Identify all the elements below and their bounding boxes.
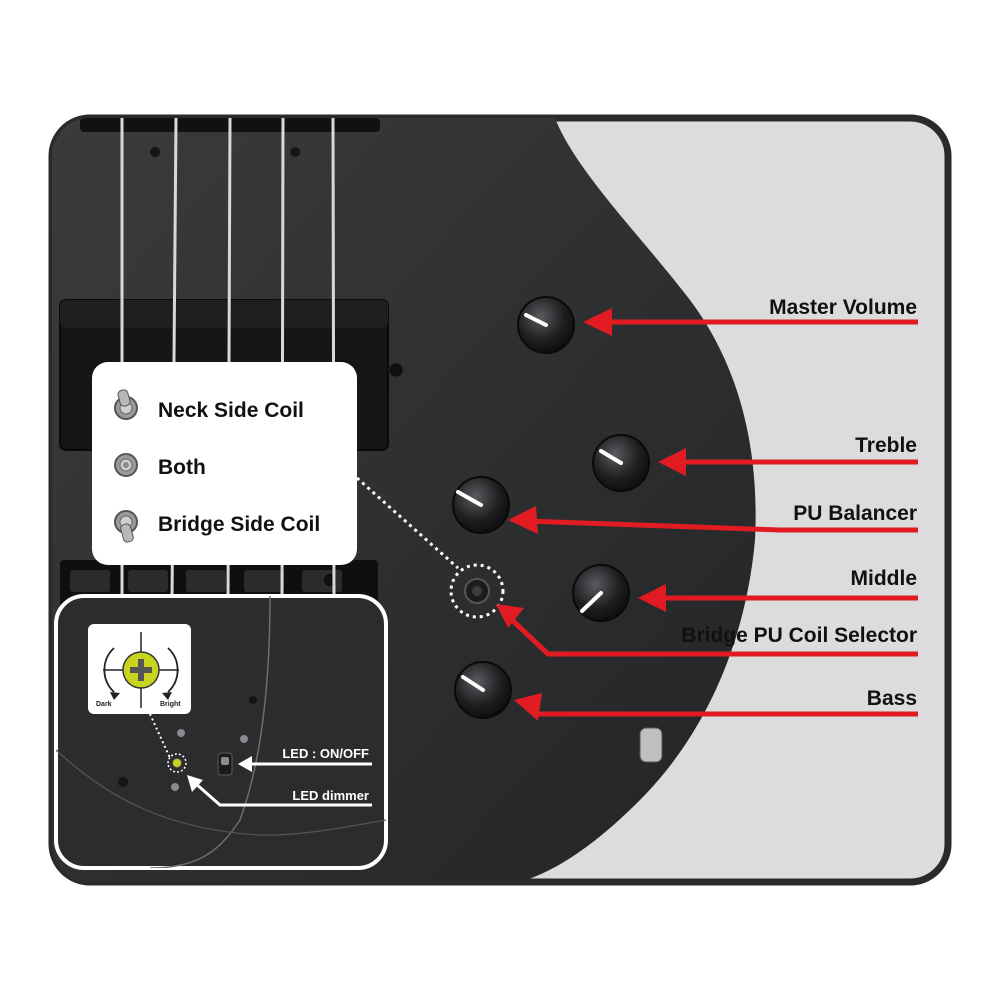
legend-neck-label: Neck Side Coil [158,399,304,422]
bright-label: Bright [160,701,181,708]
arrowhead-icon [583,308,612,336]
led-icon [171,783,179,791]
knob-master-volume[interactable] [517,296,575,354]
arrowhead-icon [496,604,524,628]
arrowheads [496,308,686,721]
led-inset: Dark Bright LED : ON/OFF LED dimmer [54,594,388,870]
knob-middle[interactable] [572,564,630,622]
screw-icon [290,147,300,157]
rotate-left-icon [103,647,115,693]
label-led-dimmer: LED dimmer [292,788,369,803]
screw-icon [150,147,160,157]
label-led-onoff: LED : ON/OFF [282,746,369,761]
bridge-pu-coil-selector[interactable] [449,563,505,619]
toggle-down-icon [114,510,138,543]
knob-treble[interactable] [592,434,650,492]
arrowhead-icon [238,756,252,772]
bridge-saddles [70,570,342,592]
arrowhead-icon [514,693,542,721]
label-treble: Treble [855,434,917,457]
arrow-pu-balancer [525,518,918,533]
led-dimmer-arrow [194,781,372,807]
led-dimmer-knob[interactable] [167,753,187,773]
knob-pu-balancer[interactable] [452,476,510,534]
rotate-right-icon [167,647,179,693]
label-master-volume: Master Volume [769,296,917,319]
arrowhead-icon [508,506,538,534]
knob-bass[interactable] [454,661,512,719]
arrowhead-icon [187,775,203,792]
label-bass: Bass [867,687,917,710]
toggle-center-icon [114,453,138,477]
label-bridge-pu-coil-selector: Bridge PU Coil Selector [681,624,917,647]
arrowhead-icon [658,448,686,476]
screw-icon [249,696,257,704]
arrow-selector [508,616,918,657]
output-jack [639,727,663,763]
arrowhead-icon [638,584,666,612]
toggle-up-icon [114,389,138,420]
legend-leader-line [356,476,459,570]
led-onoff-switch[interactable] [217,752,233,776]
screw-icon [388,362,404,378]
label-pu-balancer: PU Balancer [793,502,917,525]
dark-label: Dark [96,701,112,708]
switch-legend: Neck Side Coil Both Bridge Side Coil [92,362,357,565]
legend-box [92,362,357,565]
led-icon [177,729,185,737]
legend-both-label: Both [158,456,206,479]
bridge-pickup-top [60,300,388,328]
screw-icon [118,777,128,787]
led-icon [240,735,248,743]
legend-bridge-label: Bridge Side Coil [158,513,320,536]
label-middle: Middle [851,567,918,590]
dimmer-leader-line [149,713,171,759]
